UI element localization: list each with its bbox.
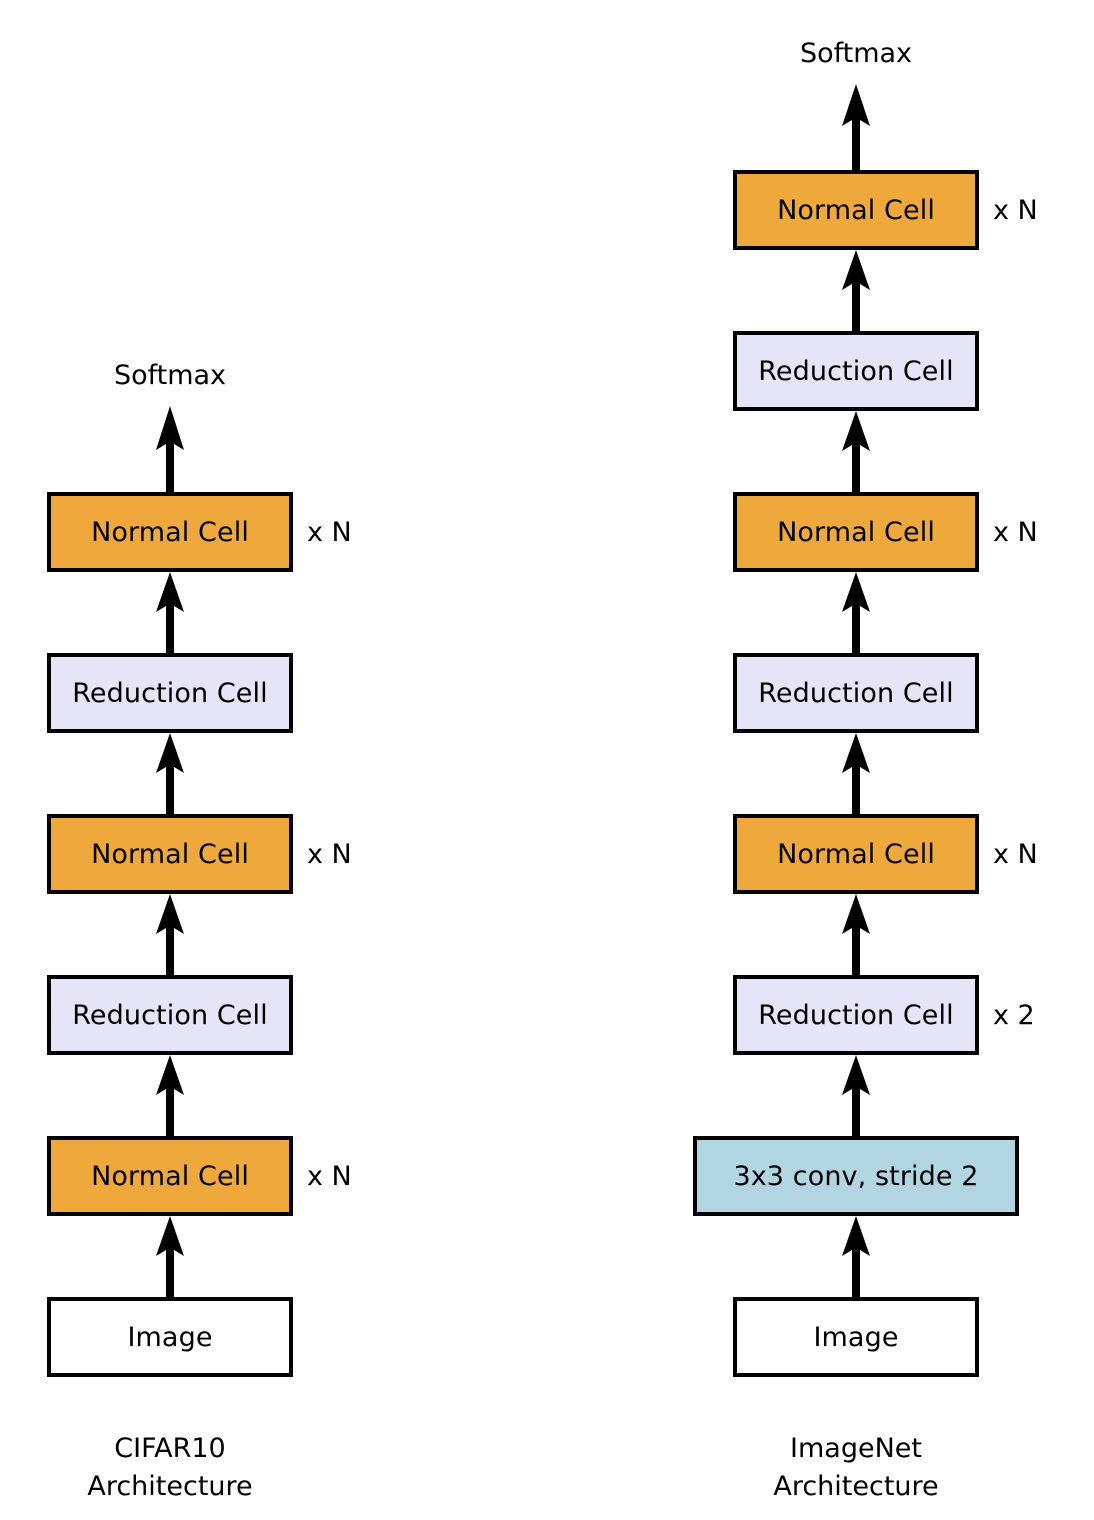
imagenet-arrow-3 bbox=[841, 572, 871, 653]
imagenet-node-reduction-cell-3[interactable]: Reduction Cell bbox=[733, 975, 979, 1055]
imagenet-node-reduction-cell-2[interactable]: Reduction Cell bbox=[733, 653, 979, 733]
cifar10-multiplier-normal-cell-1: x N bbox=[307, 517, 352, 548]
imagenet-softmax-label: Softmax bbox=[799, 38, 913, 69]
cifar10-arrow-3 bbox=[155, 894, 185, 975]
imagenet-node-conv-stride2-label: 3x3 conv, stride 2 bbox=[733, 1160, 979, 1192]
cifar10-node-reduction-cell-2-label: Reduction Cell bbox=[72, 999, 268, 1031]
imagenet-arrow-5 bbox=[841, 894, 871, 975]
imagenet-multiplier-reduction-cell-3: x 2 bbox=[993, 1000, 1035, 1031]
cifar10-architecture-column: Softmax Normal Cell x N Reduction Cell bbox=[0, 0, 420, 1520]
cifar10-arrow-1 bbox=[155, 572, 185, 653]
cifar10-arrow-2 bbox=[155, 733, 185, 814]
cifar10-multiplier-normal-cell-2: x N bbox=[307, 839, 352, 870]
imagenet-arrow-6 bbox=[841, 1055, 871, 1136]
cifar10-node-reduction-cell-1[interactable]: Reduction Cell bbox=[47, 653, 293, 733]
imagenet-multiplier-normal-cell-2: x N bbox=[993, 517, 1038, 548]
imagenet-node-normal-cell-2[interactable]: Normal Cell bbox=[733, 492, 979, 572]
imagenet-node-conv-stride2[interactable]: 3x3 conv, stride 2 bbox=[693, 1136, 1019, 1216]
cifar10-arrow-to-softmax bbox=[155, 406, 185, 496]
imagenet-node-normal-cell-1[interactable]: Normal Cell bbox=[733, 170, 979, 250]
imagenet-arrow-7 bbox=[841, 1216, 871, 1297]
cifar10-softmax-label: Softmax bbox=[113, 360, 227, 391]
cifar10-arrow-5 bbox=[155, 1216, 185, 1297]
imagenet-multiplier-normal-cell-1: x N bbox=[993, 195, 1038, 226]
imagenet-arrow-4 bbox=[841, 733, 871, 814]
imagenet-node-normal-cell-3[interactable]: Normal Cell bbox=[733, 814, 979, 894]
cifar10-node-normal-cell-3-label: Normal Cell bbox=[91, 1160, 249, 1192]
imagenet-node-image[interactable]: Image bbox=[733, 1297, 979, 1377]
imagenet-arrow-1 bbox=[841, 250, 871, 331]
imagenet-architecture-column: Softmax Normal Cell x N Reduction Cell bbox=[640, 0, 1094, 1520]
imagenet-node-reduction-cell-2-label: Reduction Cell bbox=[758, 677, 954, 709]
imagenet-node-normal-cell-1-label: Normal Cell bbox=[777, 194, 935, 226]
cifar10-node-normal-cell-2-label: Normal Cell bbox=[91, 838, 249, 870]
cifar10-node-normal-cell-1[interactable]: Normal Cell bbox=[47, 492, 293, 572]
imagenet-node-reduction-cell-1[interactable]: Reduction Cell bbox=[733, 331, 979, 411]
cifar10-arrow-4 bbox=[155, 1055, 185, 1136]
cifar10-node-normal-cell-3[interactable]: Normal Cell bbox=[47, 1136, 293, 1216]
cifar10-caption: CIFAR10 Architecture bbox=[87, 1433, 253, 1502]
cifar10-node-normal-cell-1-label: Normal Cell bbox=[91, 516, 249, 548]
cifar10-multiplier-normal-cell-3: x N bbox=[307, 1161, 352, 1192]
cifar10-node-reduction-cell-2[interactable]: Reduction Cell bbox=[47, 975, 293, 1055]
cifar10-node-reduction-cell-1-label: Reduction Cell bbox=[72, 677, 268, 709]
cifar10-node-image-label: Image bbox=[127, 1321, 213, 1353]
imagenet-caption: ImageNet Architecture bbox=[773, 1433, 939, 1502]
imagenet-arrow-to-softmax bbox=[841, 84, 871, 170]
cifar10-node-normal-cell-2[interactable]: Normal Cell bbox=[47, 814, 293, 894]
cifar10-node-image[interactable]: Image bbox=[47, 1297, 293, 1377]
imagenet-multiplier-normal-cell-3: x N bbox=[993, 839, 1038, 870]
imagenet-node-normal-cell-3-label: Normal Cell bbox=[777, 838, 935, 870]
imagenet-arrow-2 bbox=[841, 411, 871, 492]
imagenet-node-image-label: Image bbox=[813, 1321, 899, 1353]
imagenet-node-reduction-cell-3-label: Reduction Cell bbox=[758, 999, 954, 1031]
imagenet-node-normal-cell-2-label: Normal Cell bbox=[777, 516, 935, 548]
imagenet-node-reduction-cell-1-label: Reduction Cell bbox=[758, 355, 954, 387]
